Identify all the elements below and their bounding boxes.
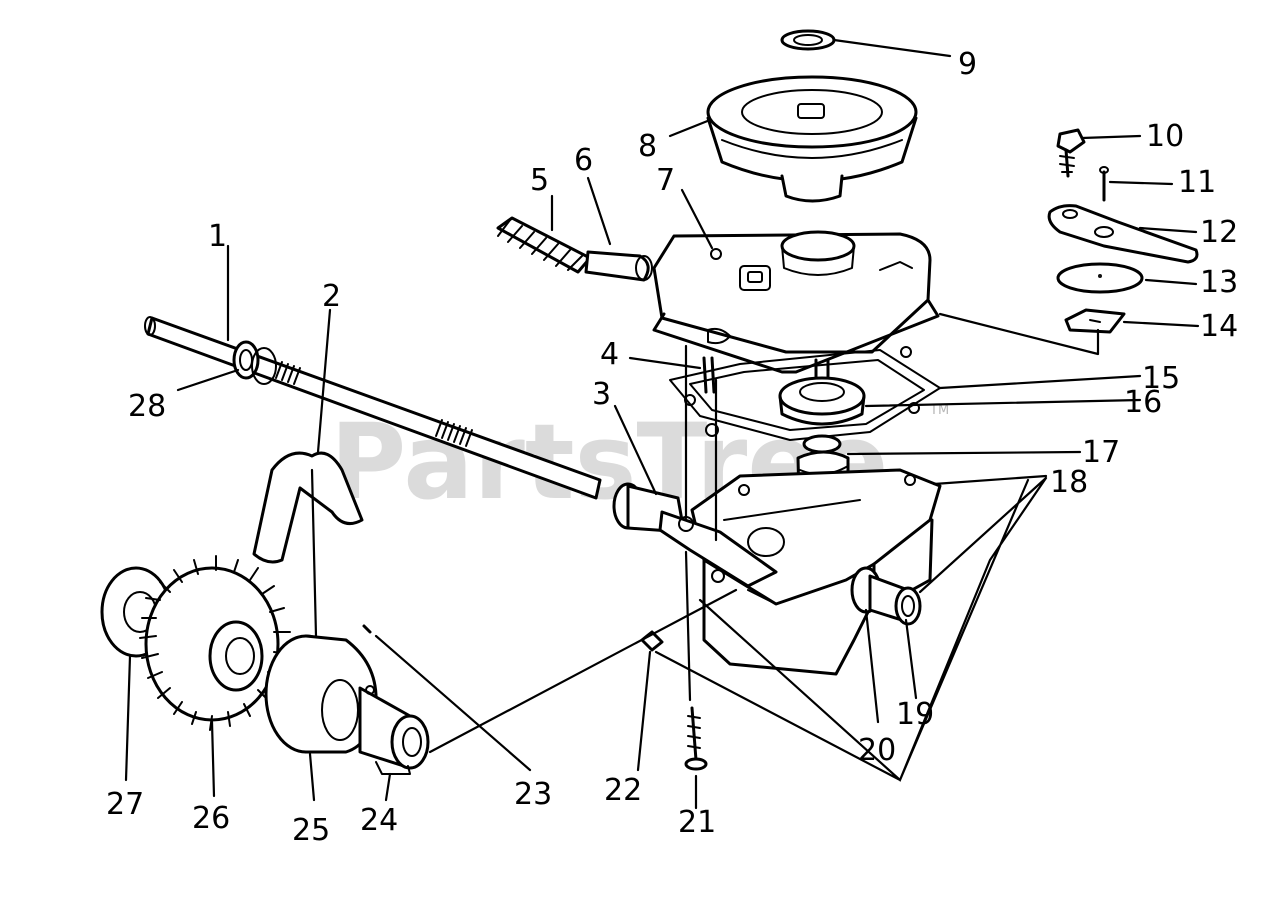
part-6-pin — [584, 250, 653, 282]
part-1-shaft — [144, 316, 602, 500]
callout-24: 24 — [360, 803, 398, 838]
callout-14: 14 — [1200, 309, 1238, 344]
callout-26: 26 — [192, 801, 230, 836]
callout-11: 11 — [1178, 165, 1216, 200]
callout-9: 9 — [958, 47, 977, 82]
callout-6: 6 — [574, 143, 593, 178]
part-21-bolt — [684, 706, 708, 771]
part-10-screw — [1056, 128, 1086, 178]
callout-7: 7 — [656, 163, 675, 198]
callout-18: 18 — [1050, 465, 1088, 500]
part-24-collar — [358, 685, 430, 775]
callout-numbers: 1 2 3 4 5 6 7 8 9 10 11 12 13 14 15 16 1… — [106, 47, 1238, 848]
part-14-plate — [1064, 308, 1126, 334]
callout-19: 19 — [896, 697, 934, 732]
callout-2: 2 — [322, 279, 341, 314]
part-4-dowel — [702, 356, 716, 394]
mounting-plate — [658, 510, 778, 588]
part-11-pin — [1099, 166, 1109, 202]
callout-3: 3 — [592, 377, 611, 412]
part-12-bracket — [1047, 204, 1199, 264]
callout-17: 17 — [1082, 435, 1120, 470]
part-23-pin — [362, 624, 372, 634]
part-5-spring — [496, 216, 592, 274]
part-2-shift-fork — [252, 451, 364, 564]
callout-16: 16 — [1124, 385, 1162, 420]
assembly-lines — [310, 344, 738, 754]
callout-13: 13 — [1200, 265, 1238, 300]
part-8-pulley — [706, 75, 918, 203]
callout-5: 5 — [530, 163, 549, 198]
callout-8: 8 — [638, 129, 657, 164]
callout-22: 22 — [604, 773, 642, 808]
leader-lines — [124, 38, 1200, 810]
callout-12: 12 — [1200, 215, 1238, 250]
part-19-bearing — [868, 574, 922, 626]
part-13-disc — [1056, 262, 1144, 294]
callout-27: 27 — [106, 787, 144, 822]
part-16-bushing — [778, 358, 866, 426]
callout-23: 23 — [514, 777, 552, 812]
callout-1: 1 — [208, 219, 227, 254]
callout-4: 4 — [600, 337, 619, 372]
watermark-trademark: TM — [929, 403, 949, 418]
part-9-washer — [780, 29, 836, 51]
part-7-housing-cover — [652, 230, 940, 374]
callout-25: 25 — [292, 813, 330, 848]
part-26-gear — [139, 555, 291, 731]
callout-15: 15 — [1142, 361, 1180, 396]
callout-21: 21 — [678, 805, 716, 840]
callout-20: 20 — [858, 733, 896, 768]
callout-10: 10 — [1146, 119, 1184, 154]
callout-28: 28 — [128, 389, 166, 424]
part-28-ring — [232, 340, 277, 385]
